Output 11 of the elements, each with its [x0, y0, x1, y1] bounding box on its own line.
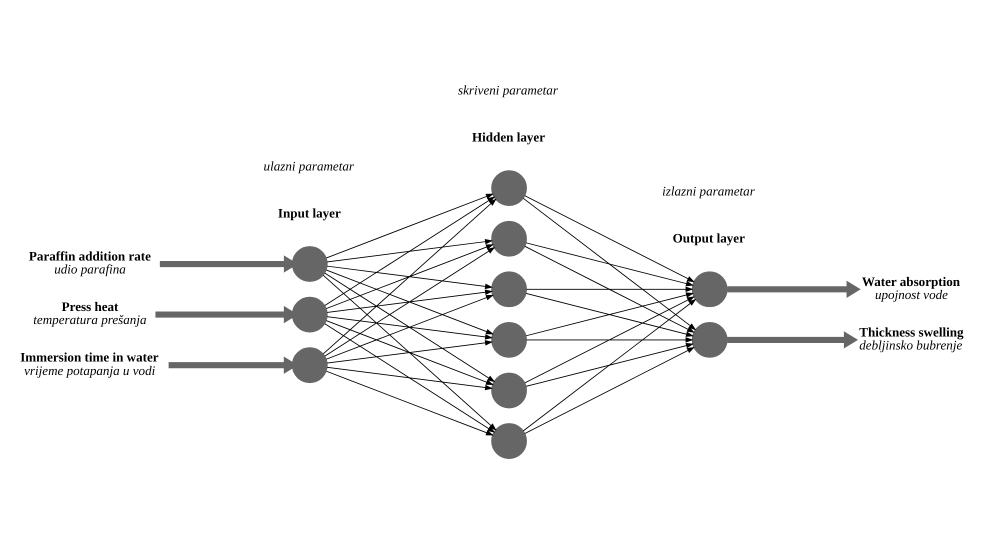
- label: Input layer: [277, 205, 340, 220]
- label: ulazni parametar: [263, 158, 354, 174]
- node-text: Paraffin addition rate udio parafina: [28, 248, 150, 277]
- label: Output layer: [672, 230, 744, 246]
- label: izlazni parametar: [662, 184, 754, 199]
- node-text: Water absorption upojnost vode: [861, 274, 960, 302]
- node-text: Thickness swelling debljinsko bubrenje: [858, 324, 964, 352]
- label: skriveni parametar: [458, 82, 558, 98]
- node-text: Press heat temperatura prešanja: [32, 299, 146, 328]
- label: Hidden layer: [472, 129, 545, 144]
- node-text: Immersion time in water vrijeme potapanja u vodi: [20, 350, 158, 378]
